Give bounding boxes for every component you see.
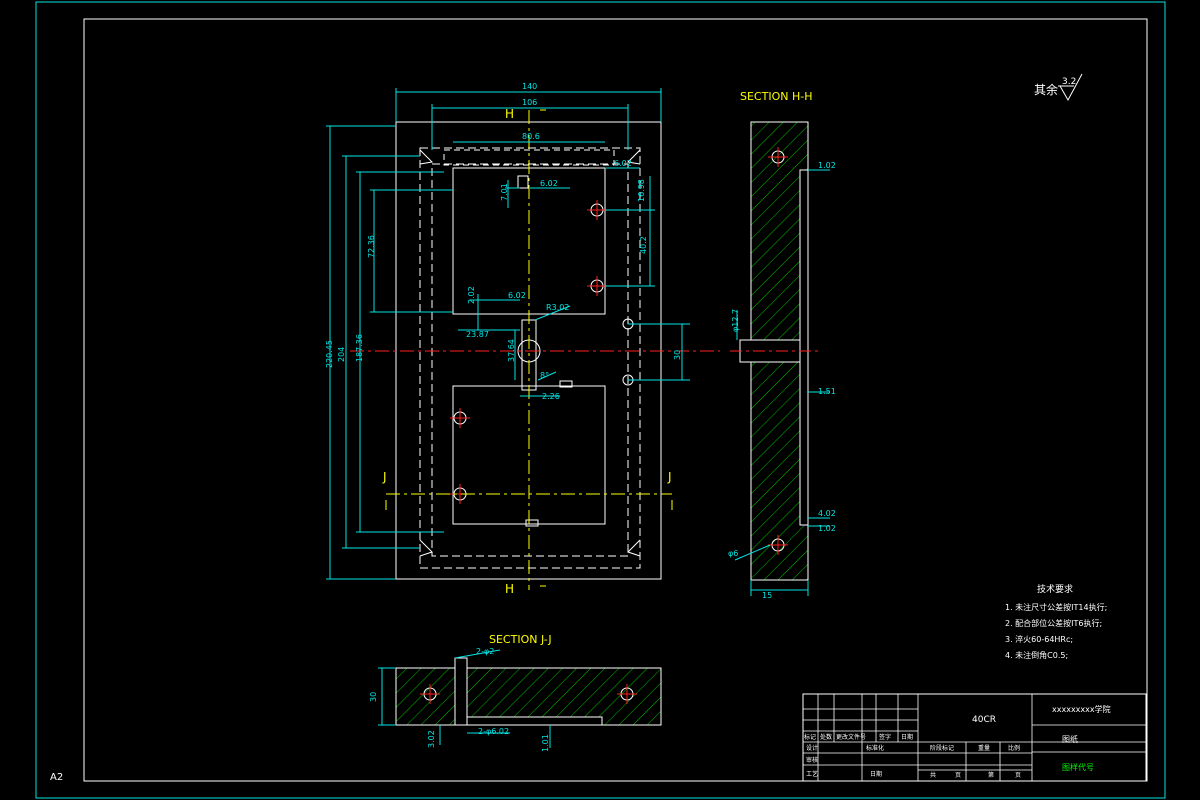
gate-notch-top <box>517 175 529 189</box>
roughness-value: 3.2 <box>1062 77 1076 87</box>
section-hh-sprue <box>739 339 809 363</box>
section-jj-title: SECTION J-J <box>489 633 552 646</box>
roughness-symbol: 其余 3.2 <box>1034 73 1083 102</box>
gate-notch-low <box>525 519 539 527</box>
dim-8-deg: 8° <box>540 371 549 380</box>
dim-6-02-c: 6.02 <box>508 291 526 300</box>
title-drawing-code: 图样代号 <box>1062 762 1094 772</box>
gate-notch-bottom <box>559 380 573 388</box>
outer-frame <box>35 1 1166 799</box>
dim-jj-2phi2: 2-φ2 <box>476 647 494 656</box>
tb-cell: 比例 <box>1008 744 1020 752</box>
dim-220-45: 220.45 <box>325 340 334 368</box>
section-mark-h-top: H <box>505 107 514 121</box>
dim-hh-phi: φ12.7 <box>731 309 740 332</box>
front-view: H H J J <box>325 82 720 596</box>
tb-cell: 日期 <box>870 770 882 778</box>
tb-cell: 第 <box>988 771 994 779</box>
section-hh-body-top <box>750 121 809 341</box>
section-jj-groove <box>466 716 603 726</box>
dim-jj-1-01: 1.01 <box>541 734 550 752</box>
dim-jj-2phi6: 2-φ6.02 <box>478 727 509 736</box>
tb-cell: 日期 <box>901 733 913 741</box>
section-jj-body <box>395 667 662 726</box>
dim-hh-phi6: φ6 <box>728 549 738 558</box>
dim-187-36: 187.36 <box>355 334 364 362</box>
tb-cell: 页 <box>955 772 961 779</box>
dim-hh-15: 15 <box>762 591 772 600</box>
roughness-check-icon <box>1059 73 1083 102</box>
tb-cell: 工艺 <box>806 770 818 778</box>
inner-frame <box>83 18 1148 782</box>
section-jj-pin <box>454 657 468 726</box>
tech-note-item: 3. 淬火60-64HRc; <box>1005 634 1073 644</box>
dim-16-98: 16.98 <box>637 179 646 202</box>
dim-106: 106 <box>522 98 537 107</box>
dim-2-02: 2.02 <box>467 286 476 304</box>
section-jj-view: SECTION J-J 2-φ2 30 2-φ6.02 3.02 1.01 <box>369 633 662 752</box>
tb-cell: 标准化 <box>866 744 884 752</box>
tb-cell: 页 <box>1015 772 1021 779</box>
title-material: 40CR <box>972 715 996 725</box>
title-school: xxxxxxxxx学院 <box>1052 704 1111 714</box>
dim-40-2: 40.2 <box>639 236 648 254</box>
corner-guides <box>419 149 641 557</box>
roughness-prefix: 其余 <box>1034 82 1058 97</box>
dim-72-36: 72.36 <box>367 235 376 258</box>
tech-note-item: 2. 配合部位公差按IT6执行; <box>1005 618 1102 628</box>
dim-30: 30 <box>673 350 682 360</box>
tech-note-item: 4. 未注倒角C0.5; <box>1005 650 1068 660</box>
title-block: 40CR xxxxxxxxx学院 图纸 图样代号 标记 处数 更改文件号 签字 … <box>802 693 1147 782</box>
tech-notes-title: 技术要求 <box>1037 583 1073 595</box>
tech-note-item: 1. 未注尺寸公差按IT14执行; <box>1005 602 1107 612</box>
tb-cell: 阶段标记 <box>930 744 954 752</box>
technical-requirements: 技术要求 1. 未注尺寸公差按IT14执行; 2. 配合部位公差按IT6执行; … <box>1005 583 1107 660</box>
dimension-texts: 140 106 80.6 6.02 6.02 6.02 7.01 16.98 4… <box>325 82 682 401</box>
section-hh-groove <box>799 169 809 526</box>
tb-cell: 设计 <box>806 744 818 752</box>
dim-23-87: 23.87 <box>466 330 489 339</box>
dim-jj-3-02: 3.02 <box>427 730 436 748</box>
dim-hh-1-51: 1.51 <box>818 387 836 396</box>
dim-hh-1-02-a: 1.02 <box>818 161 836 170</box>
dim-hh-4-02: 4.02 <box>818 509 836 518</box>
tb-cell: 共 <box>930 771 936 779</box>
dim-80-6: 80.6 <box>522 132 540 141</box>
dim-140: 140 <box>522 82 537 91</box>
title-drawing-name: 图纸 <box>1062 734 1078 744</box>
dim-2-26: 2.26 <box>542 392 560 401</box>
section-mark-j-left: J <box>382 470 387 484</box>
dim-7-01: 7.01 <box>500 183 509 201</box>
tb-cell: 重量 <box>978 744 990 752</box>
hidden-frame-inner <box>431 163 629 557</box>
tb-cell: 标记 <box>804 733 816 741</box>
dim-37-64: 37.64 <box>507 339 516 362</box>
hidden-frame-outer <box>419 147 641 569</box>
tb-cell: 审核 <box>806 756 818 764</box>
tb-cell: 更改文件号 <box>836 733 866 741</box>
dim-6-02-a: 6.02 <box>540 179 558 188</box>
tb-cell: 处数 <box>820 733 832 741</box>
dim-204: 204 <box>337 347 346 362</box>
section-hh-title: SECTION H-H <box>740 90 812 103</box>
section-mark-h-bottom: H <box>505 582 514 596</box>
section-mark-j-right: J <box>667 470 672 484</box>
dim-jj-30: 30 <box>369 692 378 702</box>
dim-6-02-b: 6.02 <box>614 159 632 168</box>
dim-hh-1-02-b: 1.02 <box>818 524 836 533</box>
dimension-lines <box>326 88 690 580</box>
sheet-size-label: A2 <box>50 772 63 783</box>
tb-cell: 签字 <box>879 733 891 741</box>
dim-r3-02: R3.02 <box>546 303 569 312</box>
section-hh-body-bottom <box>750 361 809 581</box>
section-hh-view: SECTION H-H 1.02 1.51 4.02 1.02 φ12.7 φ6… <box>728 90 836 600</box>
